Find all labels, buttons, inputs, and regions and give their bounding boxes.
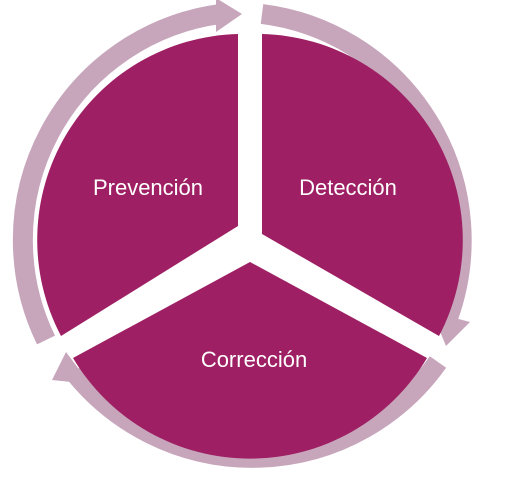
segment-correction [73, 262, 427, 459]
segment-detection [262, 34, 463, 336]
arrow-prevencion-to-detection [12, 4, 222, 345]
label-detection: Detección [299, 175, 397, 200]
arrow-head-left [52, 352, 90, 384]
arrow-head-top [216, 0, 242, 32]
segment-prevencion [37, 34, 238, 336]
segments [37, 34, 463, 459]
label-correction: Corrección [201, 347, 307, 372]
label-prevencion: Prevención [93, 175, 203, 200]
